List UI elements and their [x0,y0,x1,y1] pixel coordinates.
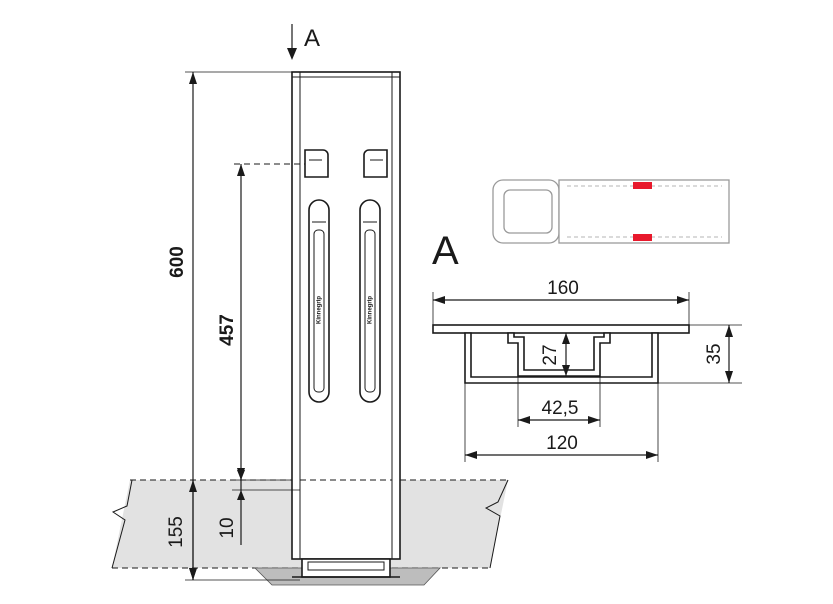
dimension-35: 35 [658,324,742,384]
handle-right: Kinnegrip [359,199,381,403]
section-marker-letter: A [304,25,320,52]
dim-width-bottom-label: 120 [546,433,578,454]
dim-height-label: 35 [704,343,725,364]
dimension-42-5: 42,5 [517,376,601,427]
handle-left: Kinnegrip [308,199,330,403]
dimension-160: 160 [432,278,690,325]
mount-marker-top [633,182,652,189]
dimension-155: 155 [166,480,197,580]
cross-section-profile [432,324,690,384]
section-marker: A [287,24,320,60]
dim-total-height-label: 600 [167,246,188,278]
brand-label-right: Kinnegrip [368,296,374,324]
section-view-letter: A [432,229,459,273]
brand-label-left: Kinnegrip [317,296,323,324]
dimension-27: 27 [540,333,570,376]
post-side-view: Kinnegrip Kinnegrip [291,71,401,578]
dim-handle-zone-label: 457 [217,314,238,346]
mount-marker-bottom [633,234,652,241]
dim-slot-width-label: 42,5 [542,398,579,419]
dim-slot-depth-label: 27 [540,344,561,365]
dim-embed-depth-label: 155 [166,516,187,548]
vehicle-top-view [492,179,730,244]
dim-offset-label: 10 [217,517,238,538]
dimension-120: 120 [464,383,659,462]
dimension-10: 10 [217,470,300,545]
dimension-457: 457 [217,163,305,481]
dim-width-top-label: 160 [547,278,579,299]
